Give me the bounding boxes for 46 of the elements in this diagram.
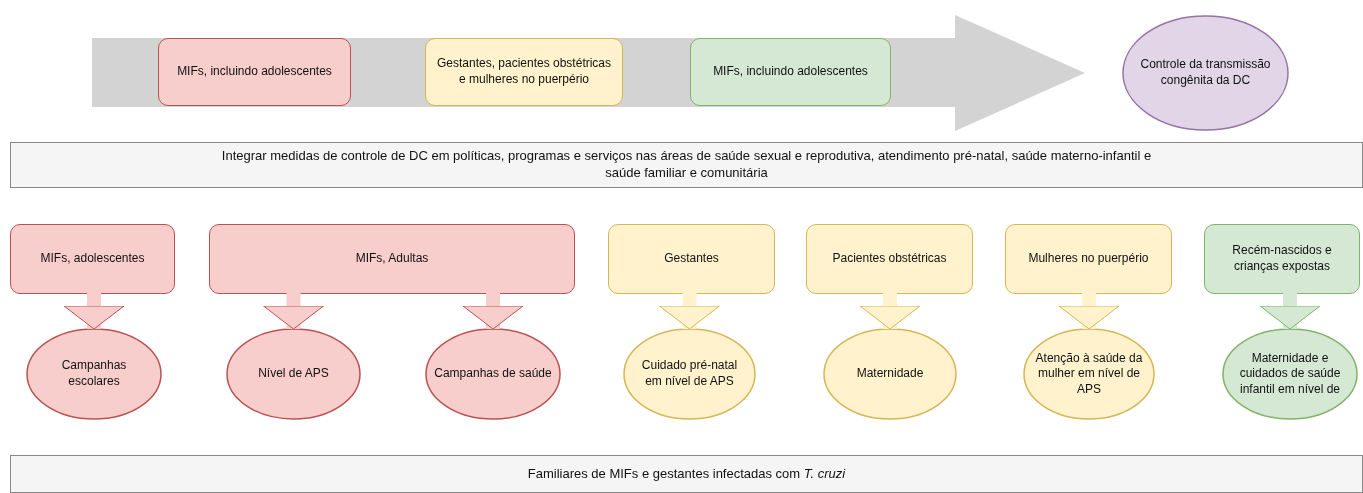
ellipse-node bbox=[823, 328, 957, 420]
node-label: Campanhas escolares bbox=[60, 358, 128, 390]
node-label: Maternidade bbox=[856, 366, 924, 382]
block-arrow bbox=[859, 293, 921, 330]
ellipse-node bbox=[1222, 328, 1358, 420]
node-label: MIFs, adolescentes bbox=[40, 251, 145, 267]
block-arrow bbox=[263, 293, 324, 330]
node-label: Recém-nascidos e crianças expostas bbox=[1231, 243, 1333, 275]
node-label: Familiares de MIFs e gestantes infectadas com T. cruzi bbox=[527, 465, 846, 483]
block-arrow bbox=[1259, 293, 1321, 330]
ellipse-node bbox=[425, 328, 561, 420]
block-arrow bbox=[1058, 293, 1120, 330]
banner-box bbox=[10, 455, 1363, 493]
node-label: MIFs, incluindo adolescentes bbox=[177, 64, 332, 80]
rounded-box bbox=[690, 38, 891, 106]
rounded-box bbox=[608, 224, 775, 294]
rounded-box bbox=[1005, 224, 1172, 294]
ellipse-node bbox=[26, 328, 162, 420]
ellipse-node bbox=[1023, 328, 1155, 420]
node-label: Maternidade e cuidados de saúde infantil em nível de bbox=[1238, 350, 1342, 398]
rounded-box bbox=[158, 38, 351, 106]
rounded-box bbox=[425, 38, 623, 106]
block-arrow bbox=[92, 15, 1085, 131]
node-label: MIFs, Adultas bbox=[355, 251, 429, 267]
ellipse-node bbox=[623, 328, 756, 420]
ellipse-node bbox=[226, 328, 361, 420]
rounded-box bbox=[209, 224, 575, 294]
node-label: Integrar medidas de controle de DC em políticas, programas e serviços nas áreas de saúde sexual e reprodutiva, atendimento pré-natal, saúde materno-infantil e saúde familiar e comunitária bbox=[220, 148, 1153, 182]
rounded-box bbox=[806, 224, 973, 294]
block-arrow bbox=[63, 293, 125, 330]
node-label: Atenção à saúde da mulher em nível de APS bbox=[1034, 350, 1144, 398]
node-label: MIFs, incluindo adolescentes bbox=[713, 64, 868, 80]
node-label: Mulheres no puerpério bbox=[1028, 251, 1149, 267]
node-label: Campanhas de saúde bbox=[434, 366, 552, 382]
node-label: Nível de APS bbox=[258, 366, 329, 382]
banner-box bbox=[10, 142, 1363, 188]
node-label: Gestantes bbox=[664, 251, 719, 267]
block-arrow bbox=[659, 293, 720, 330]
ellipse-node bbox=[1122, 15, 1289, 131]
node-label: Pacientes obstétricas bbox=[832, 251, 947, 267]
block-arrow bbox=[462, 293, 524, 330]
node-label: Cuidado pré-natal em nível de APS bbox=[640, 358, 739, 390]
node-label: Controle da transmissão congênita da DC bbox=[1139, 57, 1272, 89]
rounded-box bbox=[10, 224, 175, 294]
node-label: Gestantes, pacientes obstétricas e mulheres no puerpério bbox=[435, 56, 613, 88]
rounded-box bbox=[1204, 224, 1360, 294]
